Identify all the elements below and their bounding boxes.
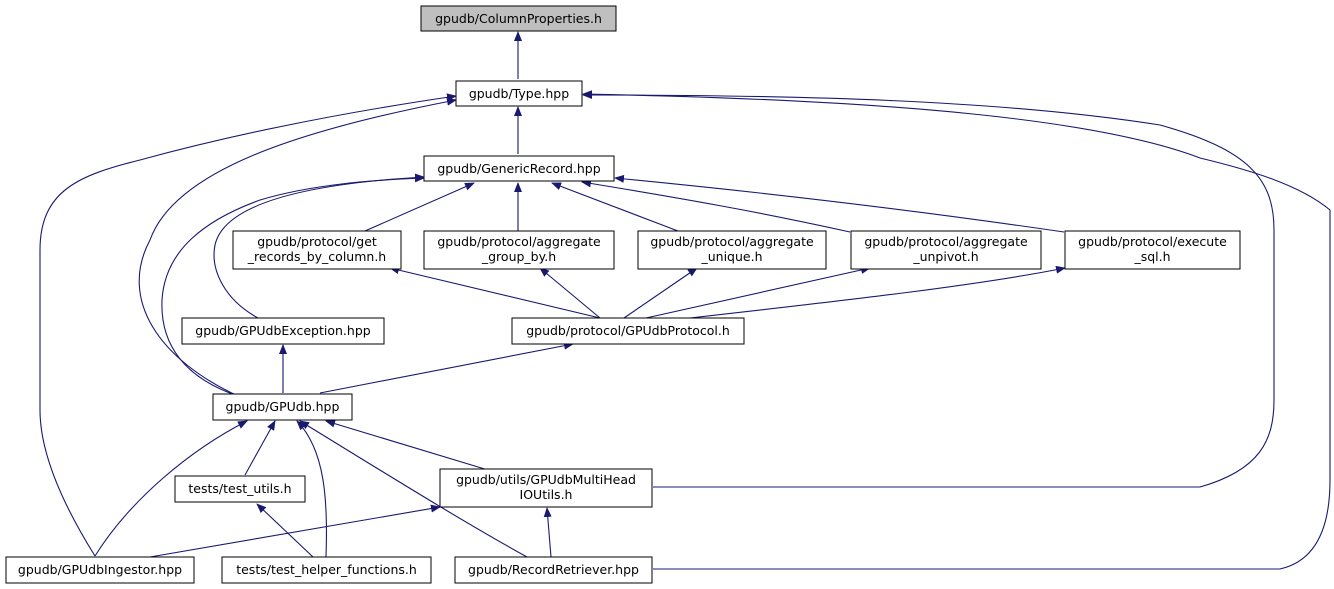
node-label-line-1: gpudb/utils/GPUdbMultiHead — [456, 472, 636, 487]
svg-text:gpudb/utils/GPUdbMultiHead: gpudb/utils/GPUdbMultiHead — [456, 472, 636, 487]
edge-gpudb-to-generic-record — [161, 174, 425, 397]
svg-text:gpudb/Type.hpp: gpudb/Type.hpp — [469, 86, 569, 101]
edge-exception-to-generic-record — [213, 173, 425, 319]
node-label: gpudb/RecordRetriever.hpp — [468, 562, 639, 577]
edge-retriever-to-multihead — [543, 507, 552, 558]
svg-text:gpudb/protocol/execute: gpudb/protocol/execute — [1078, 234, 1227, 249]
edge-ingestor-to-multihead — [149, 504, 441, 558]
node-aggregate-unique[interactable]: gpudb/protocol/aggregate _unique.h — [637, 230, 827, 270]
node-label-line-1: gpudb/protocol/aggregate — [650, 234, 814, 249]
svg-text:gpudb/RecordRetriever.hpp: gpudb/RecordRetriever.hpp — [468, 562, 639, 577]
svg-text:gpudb/protocol/aggregate: gpudb/protocol/aggregate — [650, 234, 814, 249]
node-record-retriever[interactable]: gpudb/RecordRetriever.hpp — [454, 556, 653, 584]
svg-text:IOUtils.h: IOUtils.h — [520, 487, 573, 502]
svg-text:_unpivot.h: _unpivot.h — [912, 249, 978, 264]
dependency-nodes: gpudb/ColumnProperties.h gpudb/Type.hpp … — [5, 5, 1241, 584]
node-aggregate-group-by[interactable]: gpudb/protocol/aggregate _group_by.h — [423, 230, 615, 270]
svg-text:gpudb/protocol/GPUdbProtocol.h: gpudb/protocol/GPUdbProtocol.h — [526, 323, 730, 338]
edge-multihead-to-gpudb — [325, 419, 489, 471]
node-column-properties[interactable]: gpudb/ColumnProperties.h — [420, 5, 617, 32]
node-label-line-2: _unique.h — [700, 249, 762, 264]
node-execute-sql[interactable]: gpudb/protocol/execute _sql.h — [1064, 230, 1241, 270]
svg-text:gpudb/protocol/aggregate: gpudb/protocol/aggregate — [437, 234, 601, 249]
edge-ingestor-to-gpudb — [94, 420, 248, 557]
node-label-line-1: gpudb/protocol/execute — [1078, 234, 1227, 249]
node-label: gpudb/Type.hpp — [469, 86, 569, 101]
edge-multihead-to-type — [582, 91, 1275, 488]
node-label: gpudb/GPUdbIngestor.hpp — [18, 562, 182, 577]
svg-text:tests/test_helper_functions.h: tests/test_helper_functions.h — [236, 562, 417, 577]
svg-text:gpudb/protocol/aggregate: gpudb/protocol/aggregate — [864, 234, 1028, 249]
node-label-line-2: _sql.h — [1133, 249, 1170, 264]
node-label: gpudb/GPUdb.hpp — [226, 399, 340, 414]
edge-get-records-to-generic-record — [364, 182, 475, 232]
edge-helper-functions-to-gpudb — [296, 420, 328, 558]
edge-gpudb-to-type — [138, 97, 457, 397]
node-multihead-ioutils[interactable]: gpudb/utils/GPUdbMultiHead IOUtils.h — [439, 468, 653, 508]
node-label: gpudb/ColumnProperties.h — [435, 11, 602, 26]
node-label: gpudb/GPUdbException.hpp — [195, 323, 370, 338]
node-label-line-2: _records_by_column.h — [247, 249, 386, 264]
svg-text:tests/test_utils.h: tests/test_utils.h — [188, 481, 291, 496]
node-label-line-2: _group_by.h — [481, 249, 556, 264]
node-label: tests/test_helper_functions.h — [236, 562, 417, 577]
edge-helper-functions-to-test-utils — [256, 503, 314, 558]
node-get-records-by-column[interactable]: gpudb/protocol/get _records_by_column.h — [232, 230, 402, 270]
node-label-line-1: gpudb/protocol/aggregate — [864, 234, 1028, 249]
svg-text:_unique.h: _unique.h — [700, 249, 762, 264]
svg-text:_sql.h: _sql.h — [1133, 249, 1170, 264]
edge-protocol-to-execute-sql — [689, 265, 1066, 319]
edge-execute-sql-to-generic-record — [614, 174, 1065, 233]
node-test-utils[interactable]: tests/test_utils.h — [174, 475, 306, 503]
node-gpudb-hpp[interactable]: gpudb/GPUdb.hpp — [212, 393, 353, 421]
node-label-line-2: _unpivot.h — [912, 249, 978, 264]
svg-text:gpudb/GPUdbIngestor.hpp: gpudb/GPUdbIngestor.hpp — [18, 562, 182, 577]
svg-text:gpudb/ColumnProperties.h: gpudb/ColumnProperties.h — [435, 11, 602, 26]
node-generic-record[interactable]: gpudb/GenericRecord.hpp — [423, 155, 615, 182]
node-label-line-2: IOUtils.h — [520, 487, 573, 502]
svg-text:gpudb/GenericRecord.hpp: gpudb/GenericRecord.hpp — [437, 161, 600, 176]
edge-unique-to-generic-record — [551, 182, 679, 232]
svg-text:_group_by.h: _group_by.h — [481, 249, 556, 264]
node-gpudb-ingestor[interactable]: gpudb/GPUdbIngestor.hpp — [5, 556, 195, 584]
edge-ingestor-to-type — [39, 93, 457, 557]
svg-text:gpudb/protocol/get: gpudb/protocol/get — [257, 234, 377, 249]
edge-protocol-to-group-by — [539, 267, 601, 319]
node-label-line-1: gpudb/protocol/aggregate — [437, 234, 601, 249]
edge-protocol-to-get-records — [389, 266, 601, 319]
svg-text:gpudb/GPUdbException.hpp: gpudb/GPUdbException.hpp — [195, 323, 370, 338]
node-label: gpudb/protocol/GPUdbProtocol.h — [526, 323, 730, 338]
svg-text:_records_by_column.h: _records_by_column.h — [247, 249, 386, 264]
edge-protocol-to-unpivot — [645, 266, 871, 319]
node-label-line-1: gpudb/protocol/get — [257, 234, 377, 249]
svg-text:gpudb/GPUdb.hpp: gpudb/GPUdb.hpp — [226, 399, 340, 414]
edge-gpudb-to-protocol — [319, 341, 574, 394]
edge-test-utils-to-gpudb — [244, 420, 276, 476]
node-label: tests/test_utils.h — [188, 481, 291, 496]
node-aggregate-unpivot[interactable]: gpudb/protocol/aggregate _unpivot.h — [850, 230, 1042, 270]
node-test-helper-functions[interactable]: tests/test_helper_functions.h — [221, 556, 432, 584]
node-type-hpp[interactable]: gpudb/Type.hpp — [455, 80, 583, 107]
edge-retriever-to-type — [582, 90, 1331, 570]
edge-retriever-to-gpudb — [299, 420, 528, 558]
node-gpudb-exception[interactable]: gpudb/GPUdbException.hpp — [181, 317, 385, 345]
edge-protocol-to-unique — [623, 267, 698, 319]
node-gpudb-protocol[interactable]: gpudb/protocol/GPUdbProtocol.h — [511, 317, 745, 345]
dependency-edges — [39, 31, 1331, 570]
node-label: gpudb/GenericRecord.hpp — [437, 161, 600, 176]
edge-unpivot-to-generic-record — [581, 179, 851, 233]
